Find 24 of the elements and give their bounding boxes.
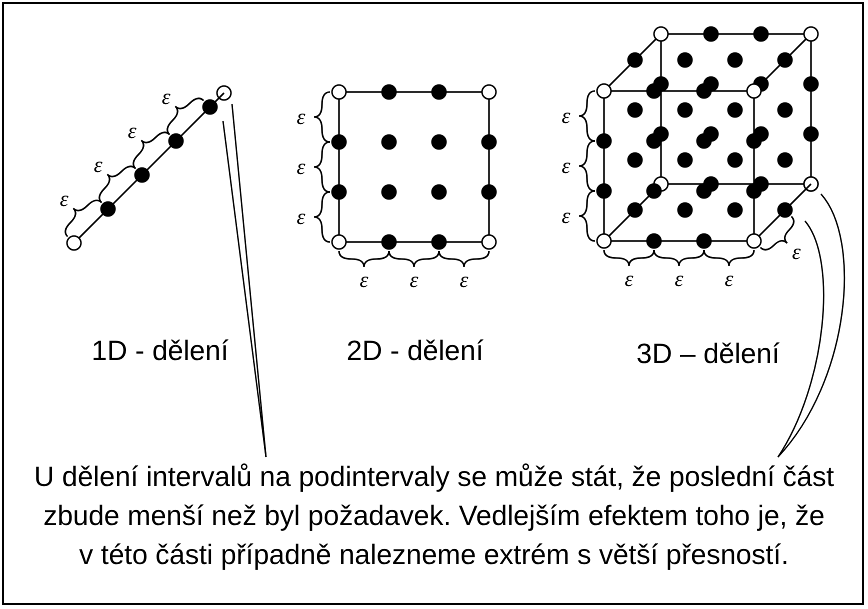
- epsilon-label: ε: [60, 188, 68, 210]
- epsilon-label: ε: [562, 105, 570, 127]
- epsilon-label: ε: [624, 268, 634, 290]
- epsilon-label: ε: [94, 154, 102, 176]
- epsilon-label: ε: [792, 241, 801, 264]
- leader-line: [231, 104, 267, 458]
- caption-text: 2D - dělení: [346, 337, 484, 365]
- leader-line: [777, 194, 845, 458]
- epsilon-label: ε: [410, 269, 418, 291]
- epsilon-label: ε: [296, 106, 306, 128]
- epsilon-label: ε: [128, 120, 136, 142]
- epsilon-label: ε: [674, 268, 684, 290]
- epsilon-label: ε: [460, 269, 468, 291]
- epsilon-label: ε: [724, 268, 734, 290]
- epsilon-label: ε: [562, 205, 570, 227]
- leader-line: [777, 220, 824, 458]
- caption-text: 3D – dělení: [636, 340, 780, 368]
- caption-text: 1D - dělení: [92, 337, 228, 365]
- epsilon-label: ε: [360, 269, 368, 291]
- epsilon-label: ε: [296, 206, 306, 228]
- explanation-text: U dělení intervalů na podintervaly se může stát, že poslední část zbude menší než byl požadavek. Vedlejším efektem toho je, že v této části případně nalezneme extrém s větší přesností.: [34, 457, 834, 574]
- epsilon-label: ε: [162, 86, 170, 108]
- epsilon-label: ε: [296, 156, 306, 178]
- epsilon-label: ε: [562, 155, 570, 177]
